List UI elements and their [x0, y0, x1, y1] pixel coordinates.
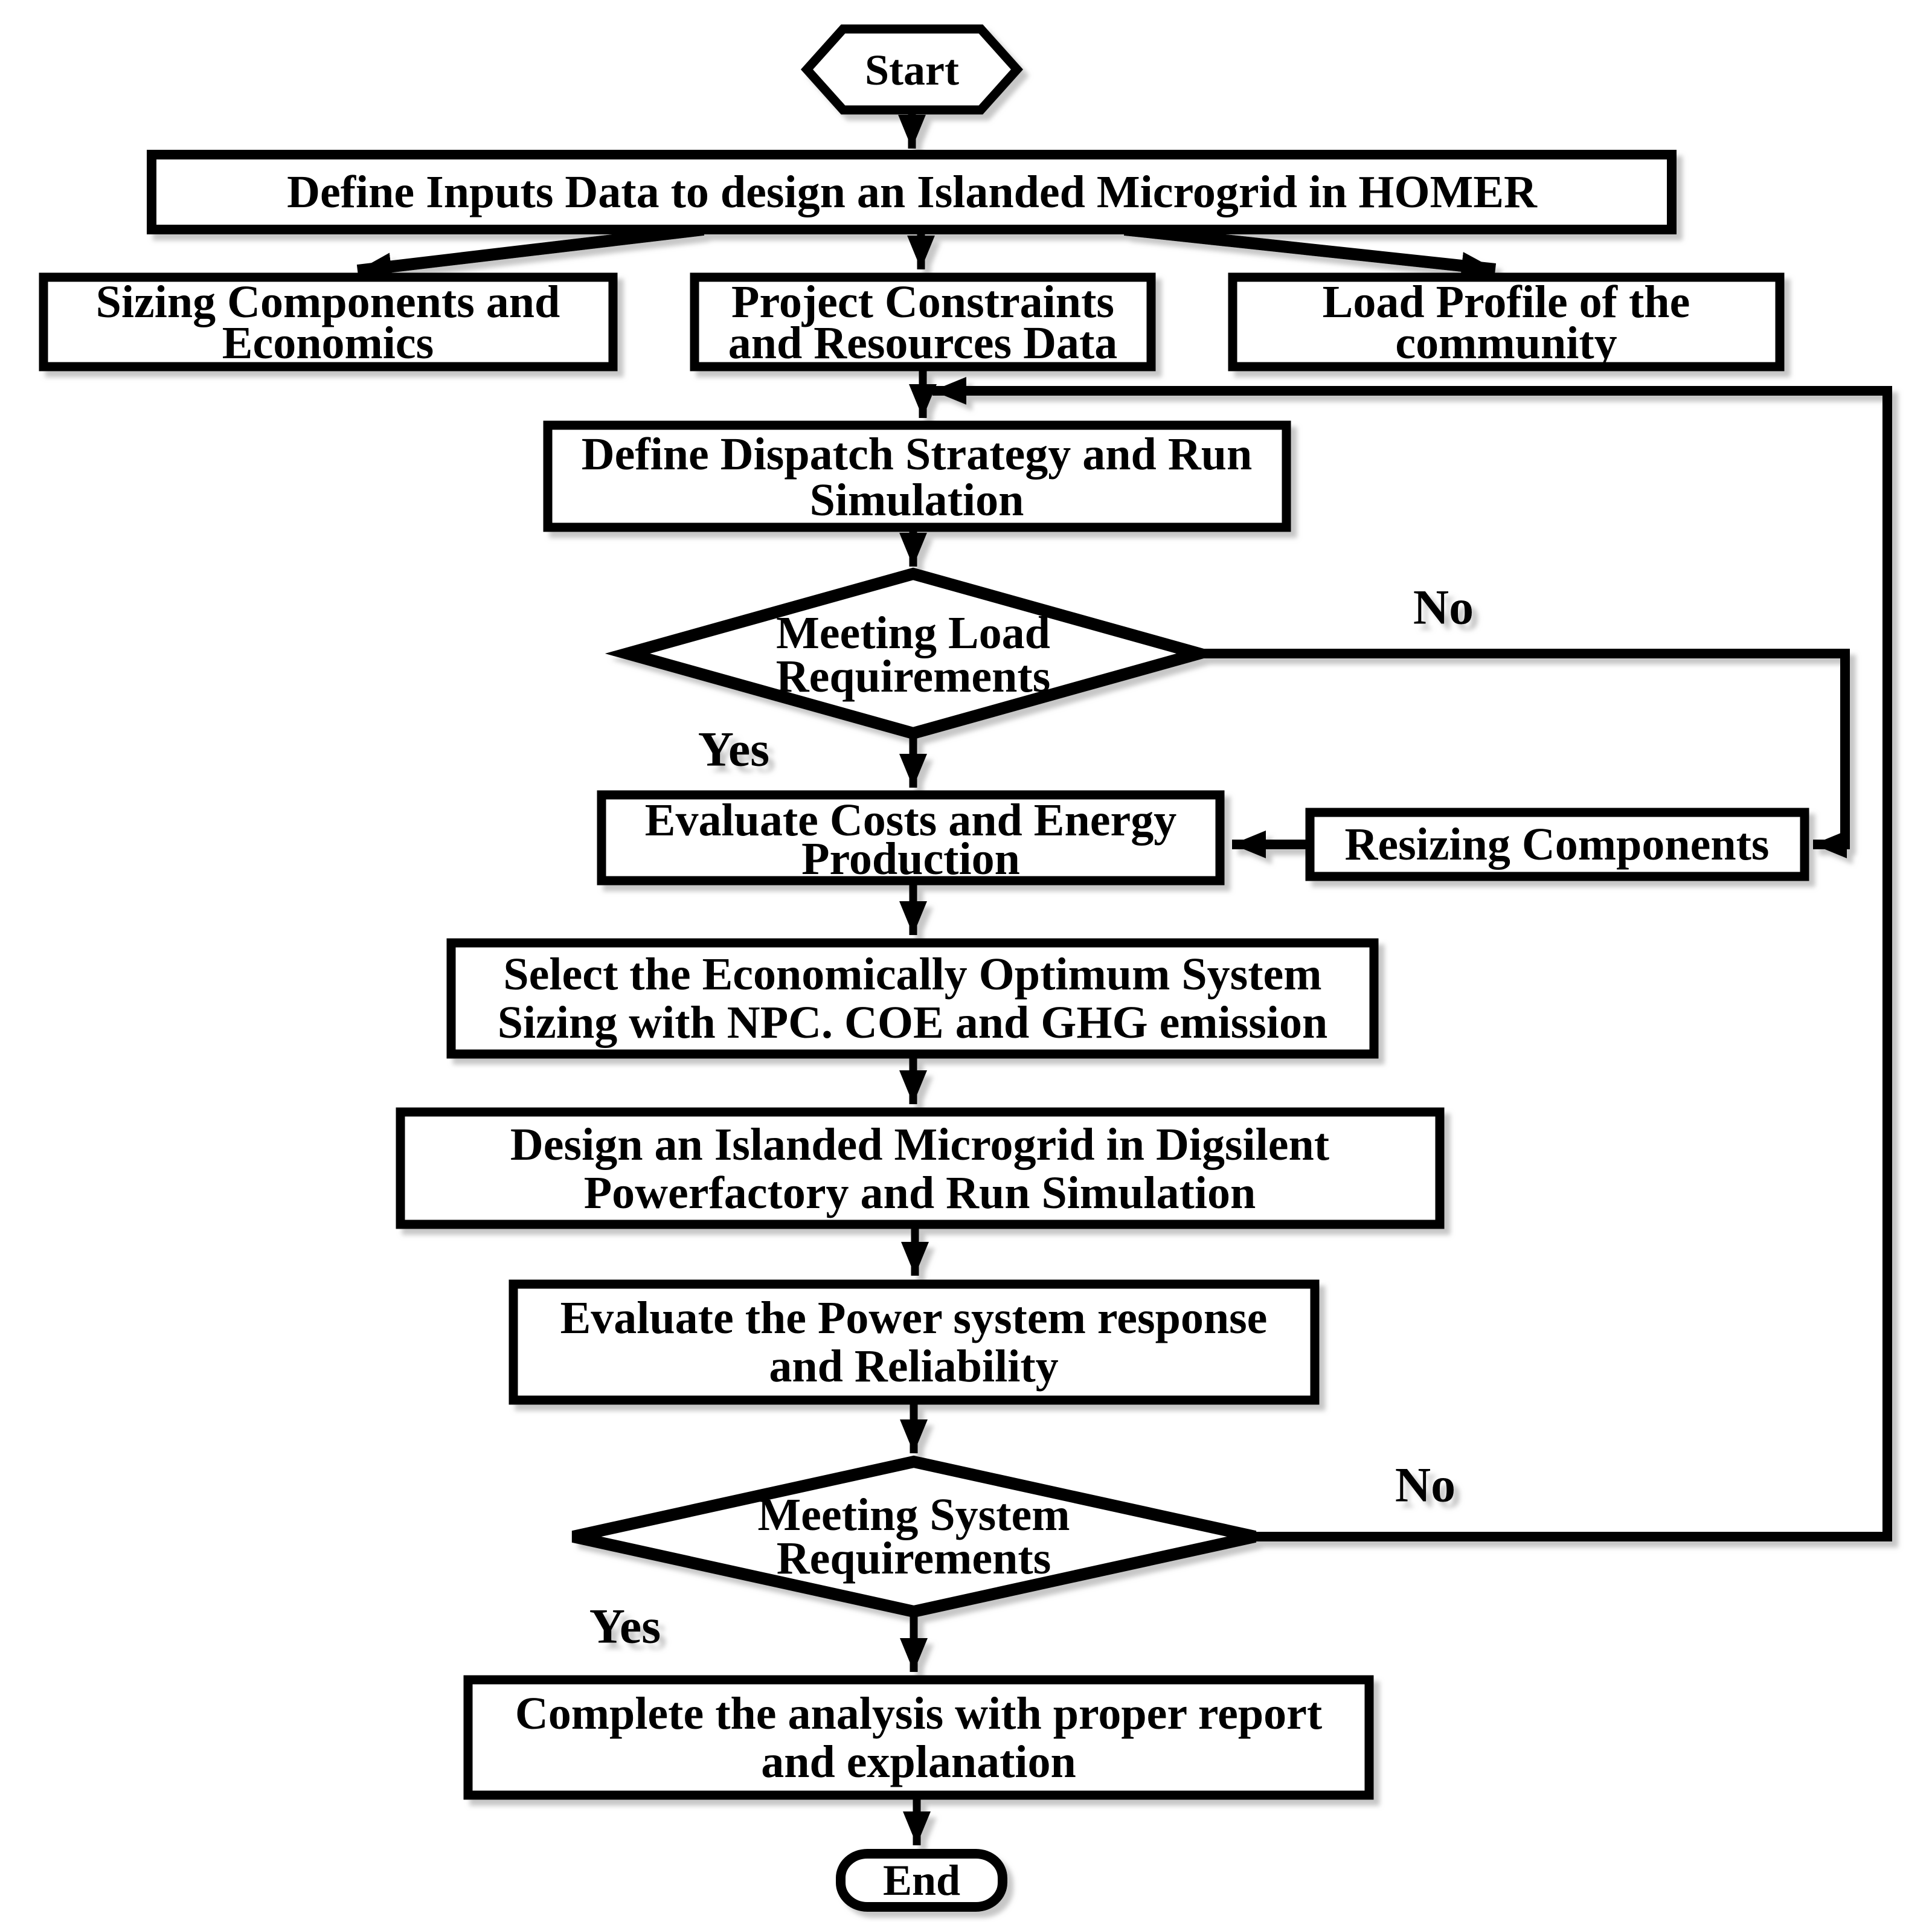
- load-profile-label-line1: Load Profile of the: [1323, 277, 1690, 327]
- design-digsilent-box: [396, 1107, 1445, 1229]
- complete-analysis-label-line1: Complete the analysis with proper report: [515, 1688, 1322, 1739]
- sizing-label-line1: Sizing Components and: [96, 277, 560, 327]
- select-optimum-label-line1: Select the Economically Optimum System: [503, 949, 1321, 1000]
- meeting-load-label-line2: Requirements: [776, 651, 1051, 702]
- meeting-load-no-label: No: [1413, 580, 1474, 635]
- evaluate-response-box: [509, 1279, 1320, 1405]
- load-profile-label-line2: community: [1395, 318, 1617, 368]
- constraints-label-line1: Project Constraints: [731, 277, 1114, 327]
- meeting-system-no-label: No: [1395, 1458, 1455, 1512]
- evaluate-costs-label-line1: Evaluate Costs and Energy: [645, 795, 1176, 846]
- arrow-define-inputs-to-sizing: [356, 223, 705, 281]
- define-inputs-box: [147, 150, 1677, 234]
- select-optimum-box: [446, 938, 1379, 1059]
- constraints-label-line2: and Resources Data: [728, 318, 1118, 368]
- evaluate-response-label-line2: and Reliability: [769, 1341, 1058, 1392]
- dispatch-label-line2: Simulation: [810, 475, 1024, 525]
- meeting-load-label-line1: Meeting Load: [776, 608, 1050, 658]
- dispatch-box: [543, 420, 1291, 532]
- define-inputs-label: Define Inputs Data to design an Islanded…: [287, 167, 1538, 217]
- start-label: Start: [865, 46, 959, 94]
- end-terminal: [836, 1849, 1007, 1912]
- load-profile-box: [1228, 272, 1785, 371]
- dispatch-label-line1: Define Dispatch Strategy and Run: [582, 429, 1253, 480]
- start-terminal: [800, 24, 1024, 115]
- end-label: End: [883, 1856, 960, 1904]
- resizing-box: [1305, 808, 1809, 881]
- design-digsilent-label-line1: Design an Islanded Microgrid in Digsilen…: [510, 1119, 1329, 1170]
- arrow-define-inputs-to-load-profile: [1123, 223, 1497, 280]
- complete-analysis-box: [463, 1675, 1374, 1800]
- meeting-system-diamond: [571, 1455, 1257, 1618]
- meeting-load-yes-label: Yes: [698, 722, 769, 777]
- meeting-system-yes-label: Yes: [589, 1599, 661, 1654]
- meeting-system-label-line2: Requirements: [777, 1533, 1051, 1584]
- evaluate-costs-label-line2: Production: [801, 834, 1020, 884]
- sizing-box: [39, 272, 618, 371]
- resizing-label: Resizing Components: [1344, 819, 1769, 870]
- design-digsilent-label-line2: Powerfactory and Run Simulation: [584, 1168, 1256, 1218]
- evaluate-response-label-line1: Evaluate the Power system response: [560, 1293, 1268, 1343]
- meeting-system-label-line1: Meeting System: [757, 1490, 1070, 1540]
- meeting-load-diamond: [605, 567, 1222, 740]
- sizing-label-line2: Economics: [222, 318, 434, 368]
- complete-analysis-label-line2: and explanation: [761, 1737, 1076, 1787]
- evaluate-costs-box: [597, 790, 1225, 885]
- select-optimum-label-line2: Sizing with NPC. COE and GHG emission: [498, 997, 1328, 1048]
- constraints-box: [690, 272, 1156, 371]
- feedback-loop-meeting-load-no: [1195, 649, 1850, 858]
- feedback-loop-meeting-system-no: [932, 377, 1892, 1541]
